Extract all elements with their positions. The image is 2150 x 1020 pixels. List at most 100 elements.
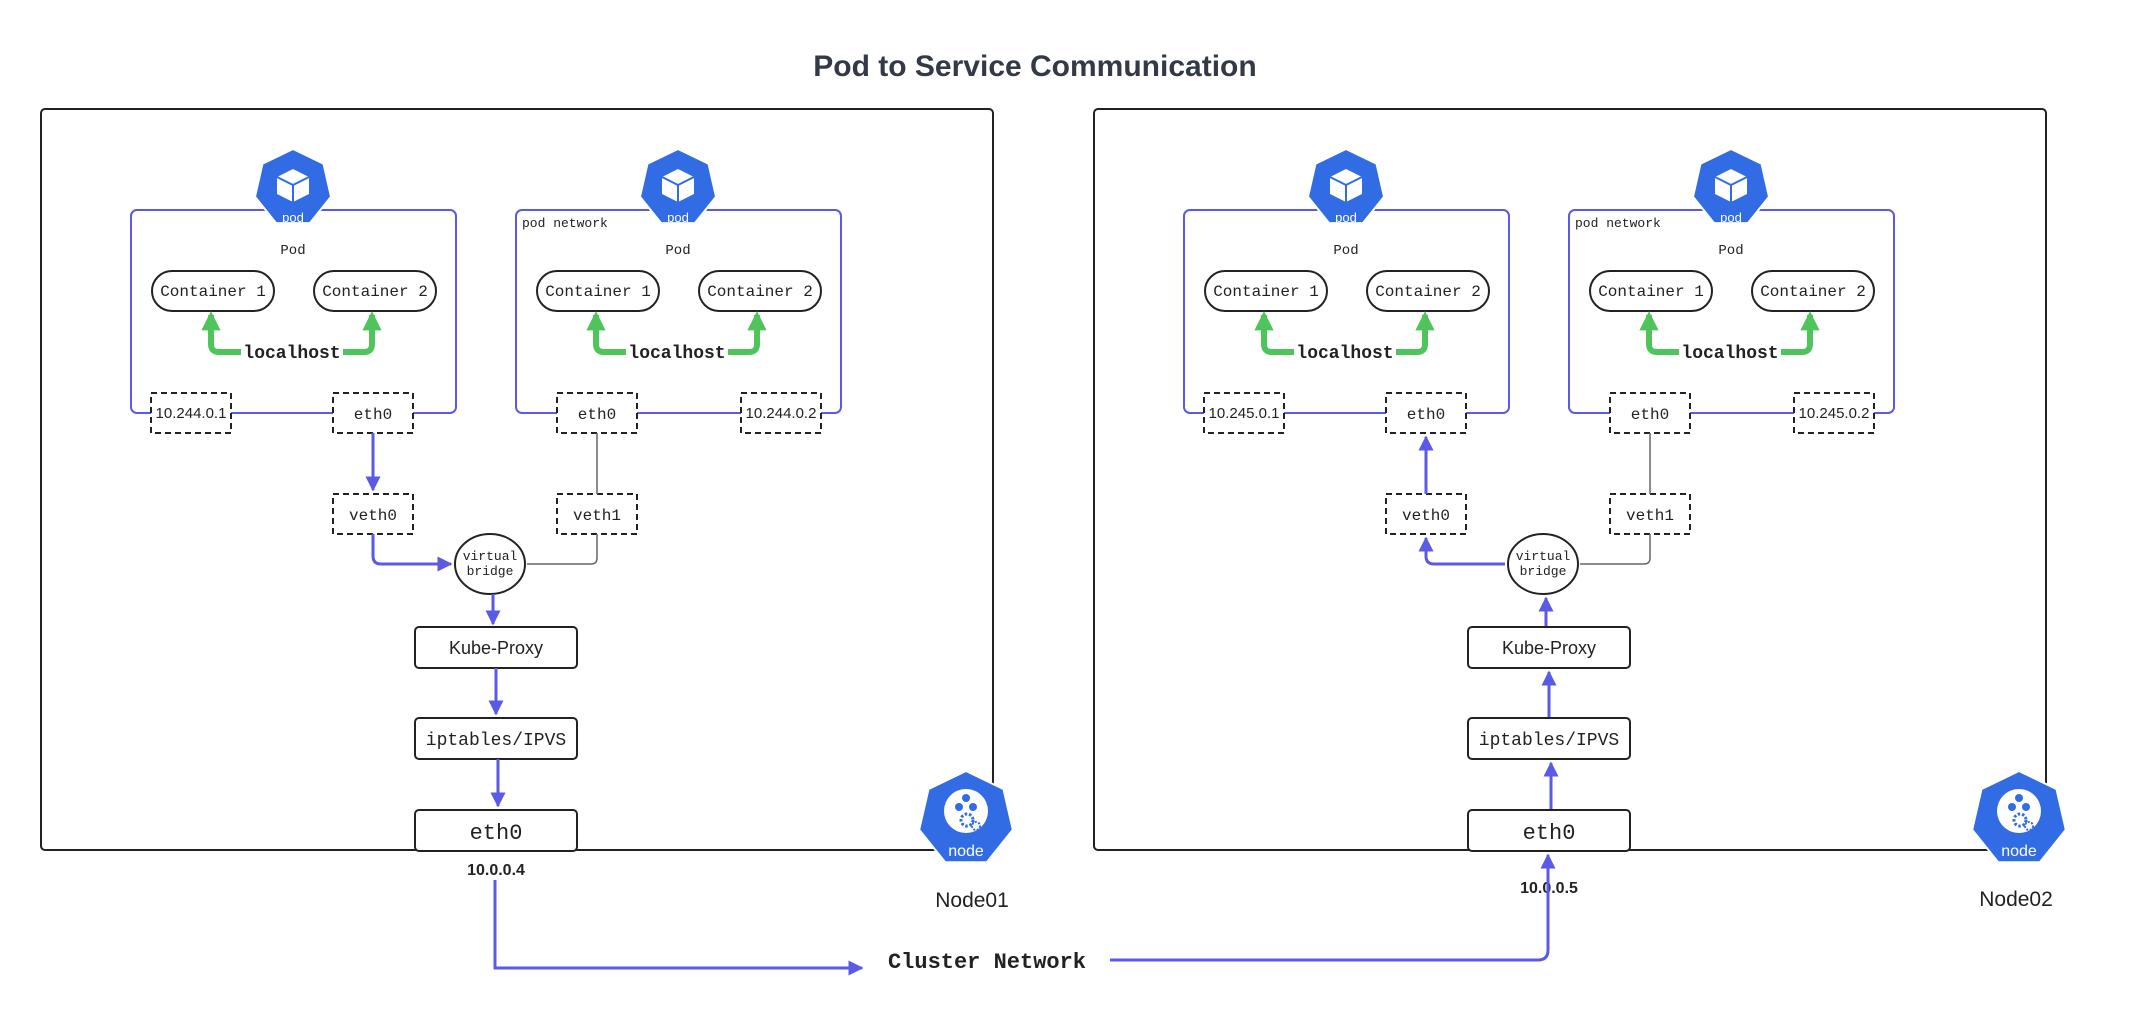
node-eth-box[interactable] bbox=[414, 809, 578, 852]
pod-network-label: pod network bbox=[522, 216, 608, 231]
localhost-arrow-right bbox=[1781, 311, 1820, 355]
veth-bridge-link bbox=[1418, 536, 1505, 566]
container-1[interactable] bbox=[1204, 270, 1328, 312]
pod-eth: eth0 bbox=[1631, 406, 1669, 424]
pod-icon-label: pod bbox=[282, 210, 304, 225]
bridge-label-1: virtual bbox=[1516, 549, 1571, 564]
pod-icon: pod bbox=[638, 147, 718, 225]
localhost-label: localhost bbox=[628, 344, 725, 364]
localhost-label: localhost bbox=[243, 344, 340, 364]
pod-eth-box[interactable] bbox=[556, 392, 638, 434]
container-label: Container 1 bbox=[1598, 283, 1704, 301]
localhost-arrow-left bbox=[1639, 311, 1679, 355]
veth-box[interactable] bbox=[1609, 493, 1691, 535]
bridge-label-1: virtual bbox=[463, 549, 518, 564]
pod-icon: pod bbox=[1306, 147, 1386, 225]
pod-ip: 10.244.0.2 bbox=[746, 405, 817, 422]
node-icon: node bbox=[1971, 769, 2067, 864]
localhost-arrow-left bbox=[586, 311, 626, 355]
container-2[interactable] bbox=[1366, 270, 1490, 312]
container-2[interactable] bbox=[1751, 270, 1875, 312]
iptables-box[interactable] bbox=[1467, 717, 1631, 760]
node-eth-box[interactable] bbox=[1467, 809, 1631, 852]
veth1-bridge-link bbox=[1580, 534, 1651, 565]
node-eth-label: eth0 bbox=[1523, 821, 1576, 846]
cluster-network-label: Cluster Network bbox=[888, 950, 1086, 975]
container-label: Container 2 bbox=[1375, 283, 1481, 301]
container-label: Container 2 bbox=[322, 283, 428, 301]
pod-icon: pod bbox=[1691, 147, 1771, 225]
node-icon: node bbox=[918, 769, 1014, 864]
bridge-label-2: bridge bbox=[467, 564, 514, 579]
container-label: Container 2 bbox=[1760, 283, 1866, 301]
page-title: Pod to Service Communication bbox=[813, 50, 1256, 83]
pod-ip: 10.244.0.1 bbox=[156, 405, 227, 422]
container-2[interactable] bbox=[313, 270, 437, 312]
iptables-box[interactable] bbox=[414, 717, 578, 760]
node-icon-label: node bbox=[948, 843, 984, 860]
container-1[interactable] bbox=[536, 270, 660, 312]
veth-label: veth0 bbox=[349, 507, 397, 525]
kube-proxy-label: Kube-Proxy bbox=[1502, 638, 1596, 658]
pod-eth-box[interactable] bbox=[1609, 392, 1691, 434]
container-label: Container 2 bbox=[707, 283, 813, 301]
pod-label: Pod bbox=[280, 243, 305, 259]
pod-eth-box[interactable] bbox=[1385, 392, 1467, 434]
veth-label: veth0 bbox=[1402, 507, 1450, 525]
pod-network-label: pod network bbox=[1575, 216, 1661, 231]
localhost-arrow-left bbox=[1254, 311, 1294, 355]
pod-label: Pod bbox=[1333, 243, 1358, 259]
container-label: Container 1 bbox=[545, 283, 651, 301]
localhost-arrow-right bbox=[728, 311, 767, 355]
cluster-link-out bbox=[493, 880, 864, 976]
localhost-arrow-right bbox=[343, 311, 382, 355]
node-ip: 10.0.0.4 bbox=[467, 862, 525, 879]
pod-ip-box bbox=[150, 392, 232, 434]
pod-ip: 10.245.0.2 bbox=[1799, 405, 1870, 422]
bridge-label-2: bridge bbox=[1520, 564, 1567, 579]
pod-icon: pod bbox=[253, 147, 333, 225]
node-name: Node02 bbox=[1979, 888, 2053, 911]
node-icon-label: node bbox=[2001, 843, 2037, 860]
localhost-label: localhost bbox=[1681, 344, 1778, 364]
pod-icon-label: pod bbox=[667, 210, 689, 225]
cluster-network: Cluster Network bbox=[493, 853, 1556, 976]
cluster-link-in bbox=[1110, 853, 1556, 962]
pod-icon-label: pod bbox=[1720, 210, 1742, 225]
kube-proxy-box[interactable] bbox=[1467, 626, 1631, 669]
container-1[interactable] bbox=[1589, 270, 1713, 312]
pod-eth: eth0 bbox=[1407, 406, 1445, 424]
veth-label: veth1 bbox=[1626, 507, 1674, 525]
pod-ip-box bbox=[740, 392, 822, 434]
veth-label: veth1 bbox=[573, 507, 621, 525]
pod-eth-box[interactable] bbox=[332, 392, 414, 434]
pod-label: Pod bbox=[1718, 243, 1743, 259]
localhost-arrow-right bbox=[1396, 311, 1435, 355]
localhost-arrow-left bbox=[201, 311, 241, 355]
pod-eth: eth0 bbox=[578, 406, 616, 424]
node-name: Node01 bbox=[935, 889, 1009, 912]
pod-icon-label: pod bbox=[1335, 210, 1357, 225]
veth1-bridge-link bbox=[527, 534, 598, 565]
container-1[interactable] bbox=[151, 270, 275, 312]
iptables-label: iptables/IPVS bbox=[426, 731, 566, 751]
veth-bridge-link bbox=[371, 534, 453, 572]
iptables-label: iptables/IPVS bbox=[1479, 731, 1619, 751]
localhost-label: localhost bbox=[1296, 344, 1393, 364]
pod-eth: eth0 bbox=[354, 406, 392, 424]
container-2[interactable] bbox=[698, 270, 822, 312]
pod-ip-box bbox=[1793, 392, 1875, 434]
pod-ip-box bbox=[1203, 392, 1285, 434]
pod-label: Pod bbox=[665, 243, 690, 259]
node-eth-label: eth0 bbox=[470, 821, 523, 846]
